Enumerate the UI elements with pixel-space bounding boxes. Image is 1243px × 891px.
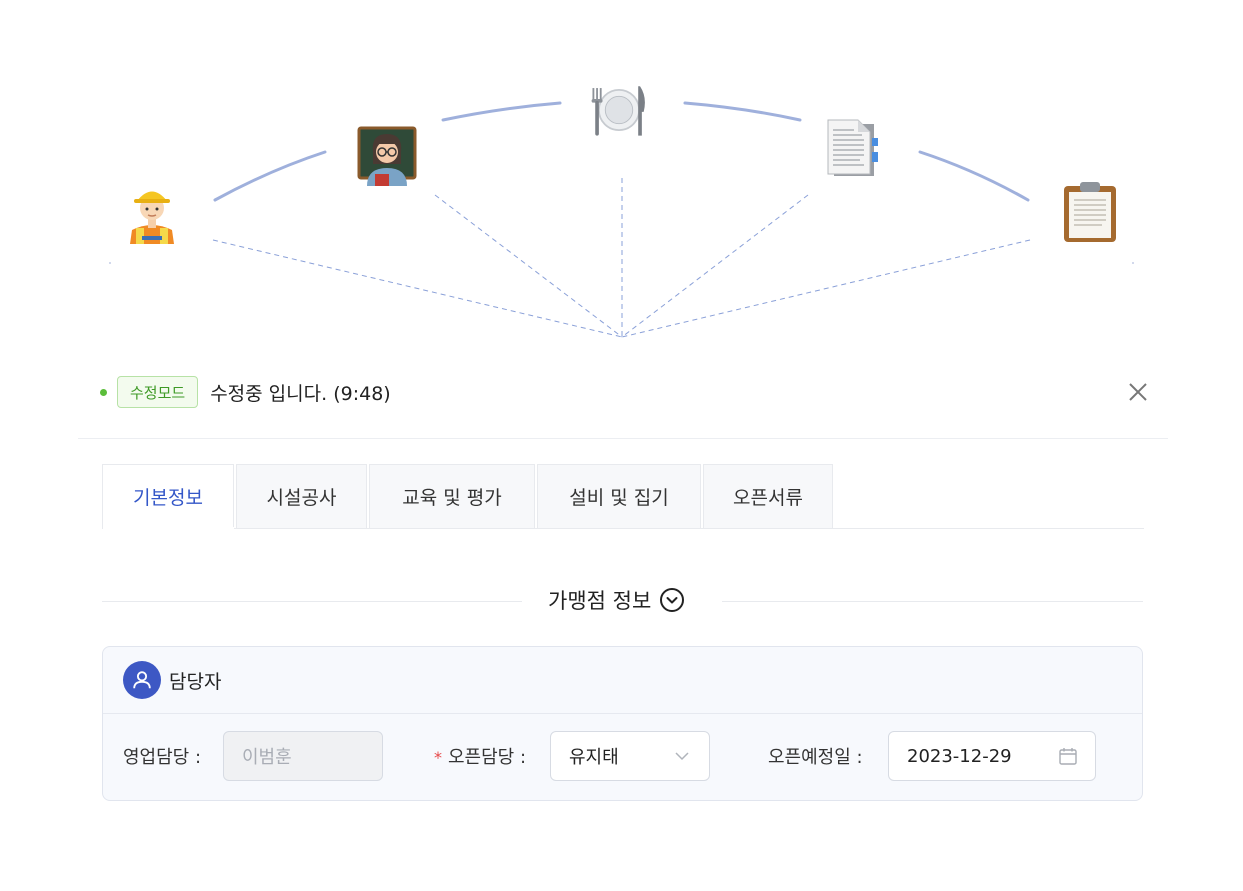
tab-basic-info[interactable]: 기본정보	[102, 464, 234, 528]
section-divider-right	[722, 601, 1143, 602]
tab-facility-construction[interactable]: 시설공사	[236, 464, 367, 528]
open-manager-select[interactable]: 유지태	[550, 731, 710, 781]
tab-bar: 기본정보 시설공사 교육 및 평가 설비 및 집기 오픈서류	[102, 464, 835, 528]
person-icon	[133, 671, 151, 689]
dining-icon	[591, 86, 645, 136]
calendar-icon	[1059, 748, 1077, 765]
construction-worker-icon	[130, 191, 174, 244]
open-manager-label-group: * 오픈담당 :	[434, 743, 526, 769]
sales-manager-label: 영업담당 :	[123, 747, 202, 768]
open-date-label: 오픈예정일 :	[768, 747, 863, 768]
edit-status-message: 수정중 입니다. (9:48)	[210, 382, 391, 405]
edit-status: 수정모드 수정중 입니다. (9:48)	[100, 372, 391, 412]
required-mark: *	[434, 748, 442, 767]
tab-education-evaluation[interactable]: 교육 및 평가	[369, 464, 535, 528]
section-divider-left	[102, 601, 522, 602]
documents-icon	[827, 119, 878, 176]
close-button[interactable]	[1122, 376, 1154, 408]
section-title: 가맹점 정보	[548, 589, 652, 613]
close-icon	[1129, 383, 1147, 401]
open-date-picker[interactable]: 2023-12-29	[888, 731, 1096, 781]
open-manager-label: 오픈담당 :	[448, 747, 527, 768]
edit-mode-badge: 수정모드	[117, 376, 199, 408]
status-dot	[100, 388, 107, 396]
sales-manager-value: 이범훈	[242, 747, 292, 768]
open-date-value: 2023-12-29	[907, 745, 1012, 767]
manager-card: 담당자 영업담당 : 이범훈 * 오픈담당 : 유지태 오픈예정일 : 2023-…	[102, 646, 1143, 801]
card-title: 담당자	[169, 670, 222, 693]
section-header: 가맹점 정보	[548, 582, 685, 618]
avatar	[123, 661, 161, 699]
tab-equipment-fixtures[interactable]: 설비 및 집기	[537, 464, 701, 528]
clipboard-icon	[1064, 182, 1116, 242]
tab-opening-documents[interactable]: 오픈서류	[703, 464, 833, 528]
progress-arc	[109, 101, 1134, 338]
chevron-down-icon	[675, 752, 689, 761]
chevron-down-circle-icon[interactable]	[659, 587, 685, 613]
header-divider	[78, 438, 1168, 439]
open-manager-value: 유지태	[569, 747, 619, 768]
tabs-divider	[102, 528, 1144, 529]
teacher-icon	[357, 126, 417, 186]
card-header: 담당자	[103, 647, 1142, 714]
sales-manager-input: 이범훈	[223, 731, 383, 781]
